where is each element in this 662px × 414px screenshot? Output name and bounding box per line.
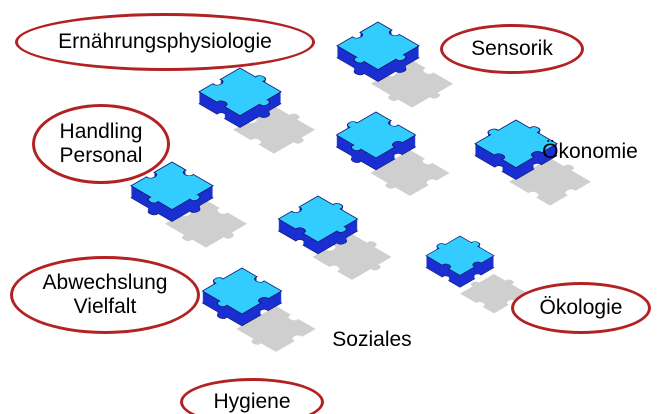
label-soziales: Soziales (332, 328, 412, 351)
piece-top-left (198, 64, 324, 157)
piece-middle-center (327, 109, 450, 199)
label-handling-personal: Handling Personal (32, 104, 170, 184)
label-oekologie: Ökologie (511, 282, 651, 334)
label-ernaehrungsphysiologie: Ernährungsphysiologie (15, 13, 315, 71)
piece-center (277, 193, 400, 283)
label-hygiene: Hygiene (180, 378, 324, 414)
piece-bottom-left (193, 265, 316, 355)
label-oekonomie: Ökonomie (542, 140, 638, 163)
label-sensorik: Sensorik (440, 24, 584, 74)
piece-middle-left (126, 161, 252, 253)
piece-top-right (332, 21, 458, 113)
label-abwechslung-vielfalt: Abwechslung Vielfalt (10, 256, 200, 334)
